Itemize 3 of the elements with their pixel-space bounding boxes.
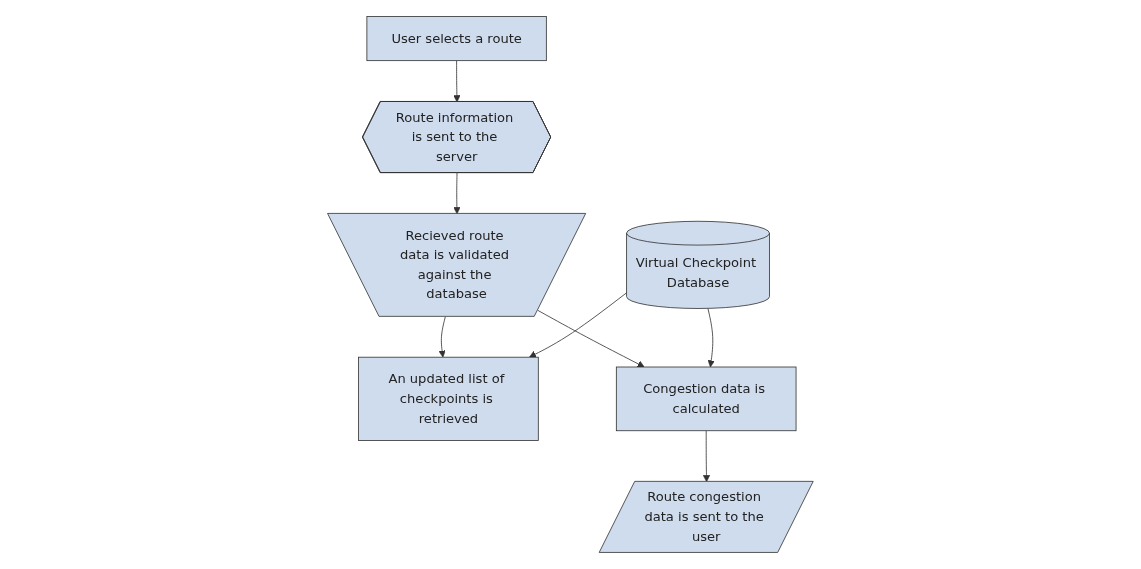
node-box: Congestion data is calculated (616, 366, 797, 432)
node-box: User selects a route (366, 16, 547, 62)
node-box: An updated list of checkpoints is retrieved (358, 356, 539, 441)
